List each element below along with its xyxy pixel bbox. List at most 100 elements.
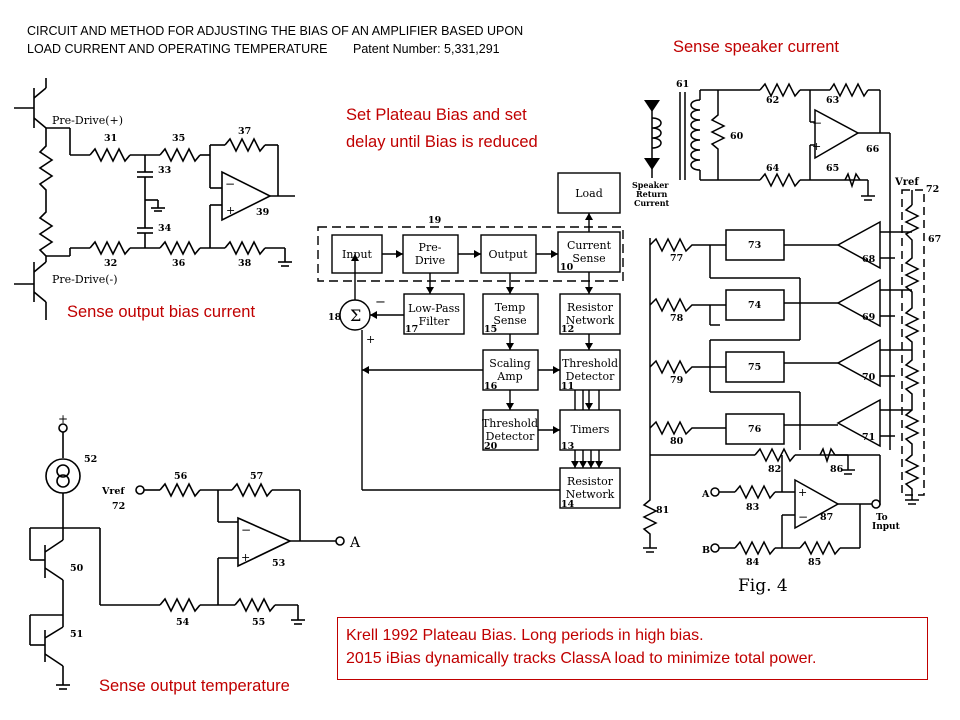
- ref-36: 36: [172, 258, 186, 269]
- temp-vref-num: 72: [112, 501, 125, 512]
- opamp-53-plus: +: [241, 551, 250, 564]
- amp-68: 68: [862, 254, 876, 265]
- ref-33: 33: [158, 165, 171, 176]
- note-line1: Krell 1992 Plateau Bias. Long periods in…: [346, 627, 704, 644]
- opamp-87-plus: +: [798, 486, 807, 499]
- ref-64: 64: [766, 163, 780, 174]
- ref-35: 35: [172, 133, 185, 144]
- block-temp-sense-l2: Sense: [493, 314, 526, 327]
- summer-plus: +: [366, 333, 375, 346]
- pre-drive-pos-label: Pre-Drive(+): [52, 114, 123, 127]
- opamp-66-minus: −: [812, 116, 822, 130]
- amp-69: 69: [862, 312, 876, 323]
- res-78: 78: [670, 313, 684, 324]
- ref-15: 15: [484, 324, 497, 335]
- ref-56: 56: [174, 471, 188, 482]
- ref-52: 52: [84, 454, 97, 465]
- sense-output-temp-label: Sense output temperature: [99, 677, 290, 695]
- ref-12: 12: [561, 324, 574, 335]
- block-threshold-20-l2: Detector: [486, 430, 535, 443]
- ref-32: 32: [104, 258, 117, 269]
- speaker-label-l2: Return: [636, 189, 667, 199]
- ref-39: 39: [256, 207, 270, 218]
- speaker-return-icon: [644, 100, 660, 170]
- block-ref-numbers: 19 18 10 17 15 12 16 11 20 13 14: [328, 215, 575, 510]
- input-a-label: A: [701, 489, 710, 500]
- ref-82: 82: [768, 464, 781, 475]
- ref-86: 86: [830, 464, 844, 475]
- input-b-label: B: [702, 545, 710, 556]
- plateau-bias-label-line1: Set Plateau Bias and set: [346, 106, 527, 124]
- opamp-66-plus: +: [812, 140, 821, 153]
- note-box: Krell 1992 Plateau Bias. Long periods in…: [337, 617, 928, 680]
- ref-38: 38: [238, 258, 252, 269]
- ref-60: 60: [730, 131, 744, 142]
- block-pre-drive-l1: Pre-: [419, 241, 442, 254]
- ref-11: 11: [561, 381, 574, 392]
- ref-61: 61: [676, 79, 689, 90]
- block-labels: Input Pre- Drive Output Load Current Sen…: [342, 187, 618, 501]
- speaker-vref-label: Vref: [894, 177, 919, 188]
- temp-vref-label: Vref: [101, 486, 125, 497]
- ref-31: 31: [104, 133, 117, 144]
- ref-37: 37: [238, 126, 251, 137]
- output-a-label: A: [349, 535, 361, 551]
- ref-84: 84: [746, 557, 760, 568]
- block-threshold-11-l1: Threshold: [562, 357, 618, 370]
- summer-minus: −: [375, 295, 386, 310]
- speaker-label-l3: Current: [634, 198, 670, 208]
- figure-label: Fig. 4: [738, 576, 788, 596]
- ref-14: 14: [561, 499, 575, 510]
- patent-title-line1: CIRCUIT AND METHOD FOR ADJUSTING THE BIA…: [27, 24, 524, 38]
- block-input: Input: [342, 248, 373, 261]
- sense-output-bias-label: Sense output bias current: [67, 303, 256, 321]
- opamp-53-minus: −: [241, 523, 251, 537]
- ref-67: 67: [928, 234, 941, 245]
- ref-10: 10: [560, 262, 574, 273]
- ref-54: 54: [176, 617, 190, 628]
- to-input-l2: Input: [872, 522, 901, 532]
- block-threshold-11-l2: Detector: [566, 370, 615, 383]
- temperature-sense-circuit: [29, 423, 345, 690]
- to-input-l1: To: [876, 513, 888, 523]
- amp-70: 70: [862, 372, 876, 383]
- ref-81: 81: [656, 505, 669, 516]
- temp-circuit-ref-numbers: 52 56 57 50 53 51 54 55: [70, 454, 285, 640]
- patent-number: Patent Number: 5,331,291: [353, 42, 500, 56]
- ref-55: 55: [252, 617, 265, 628]
- box-74: 74: [748, 300, 762, 311]
- ref-13: 13: [561, 441, 574, 452]
- ref-63: 63: [826, 95, 839, 106]
- box-73: 73: [748, 240, 761, 251]
- block-resistor-network-14-l2: Network: [566, 488, 615, 501]
- amp-71: 71: [862, 432, 875, 443]
- block-threshold-20-l1: Threshold: [482, 417, 538, 430]
- ref-66: 66: [866, 144, 880, 155]
- ref-87: 87: [820, 512, 833, 523]
- block-timers: Timers: [571, 423, 610, 436]
- opamp-39-plus: +: [226, 204, 235, 217]
- block-diagram-wires: [317, 172, 624, 509]
- block-resistor-network-14-l1: Resistor: [567, 475, 614, 488]
- note-line2: 2015 iBias dynamically tracks ClassA loa…: [346, 650, 817, 667]
- ref-16: 16: [484, 381, 498, 392]
- ref-65: 65: [826, 163, 839, 174]
- ref-18: 18: [328, 312, 342, 323]
- speaker-vref-num: 72: [926, 184, 939, 195]
- block-low-pass-l2: Filter: [419, 315, 451, 328]
- summer-sigma: Σ: [350, 306, 361, 325]
- bias-circuit-ref-numbers: 31 35 37 33 34 39 32 36 38: [104, 126, 270, 269]
- res-79: 79: [670, 375, 684, 386]
- block-output: Output: [488, 248, 528, 261]
- block-resistor-network-12-l2: Network: [566, 314, 615, 327]
- ref-83: 83: [746, 502, 759, 513]
- res-80: 80: [670, 436, 684, 447]
- ref-20: 20: [484, 441, 498, 452]
- ref-85: 85: [808, 557, 821, 568]
- block-current-sense-l1: Current: [567, 239, 612, 252]
- block-current-sense-l2: Sense: [572, 252, 605, 265]
- ref-57: 57: [250, 471, 263, 482]
- opamp-87-minus: −: [798, 510, 808, 524]
- block-diagram-arrows: [351, 213, 603, 468]
